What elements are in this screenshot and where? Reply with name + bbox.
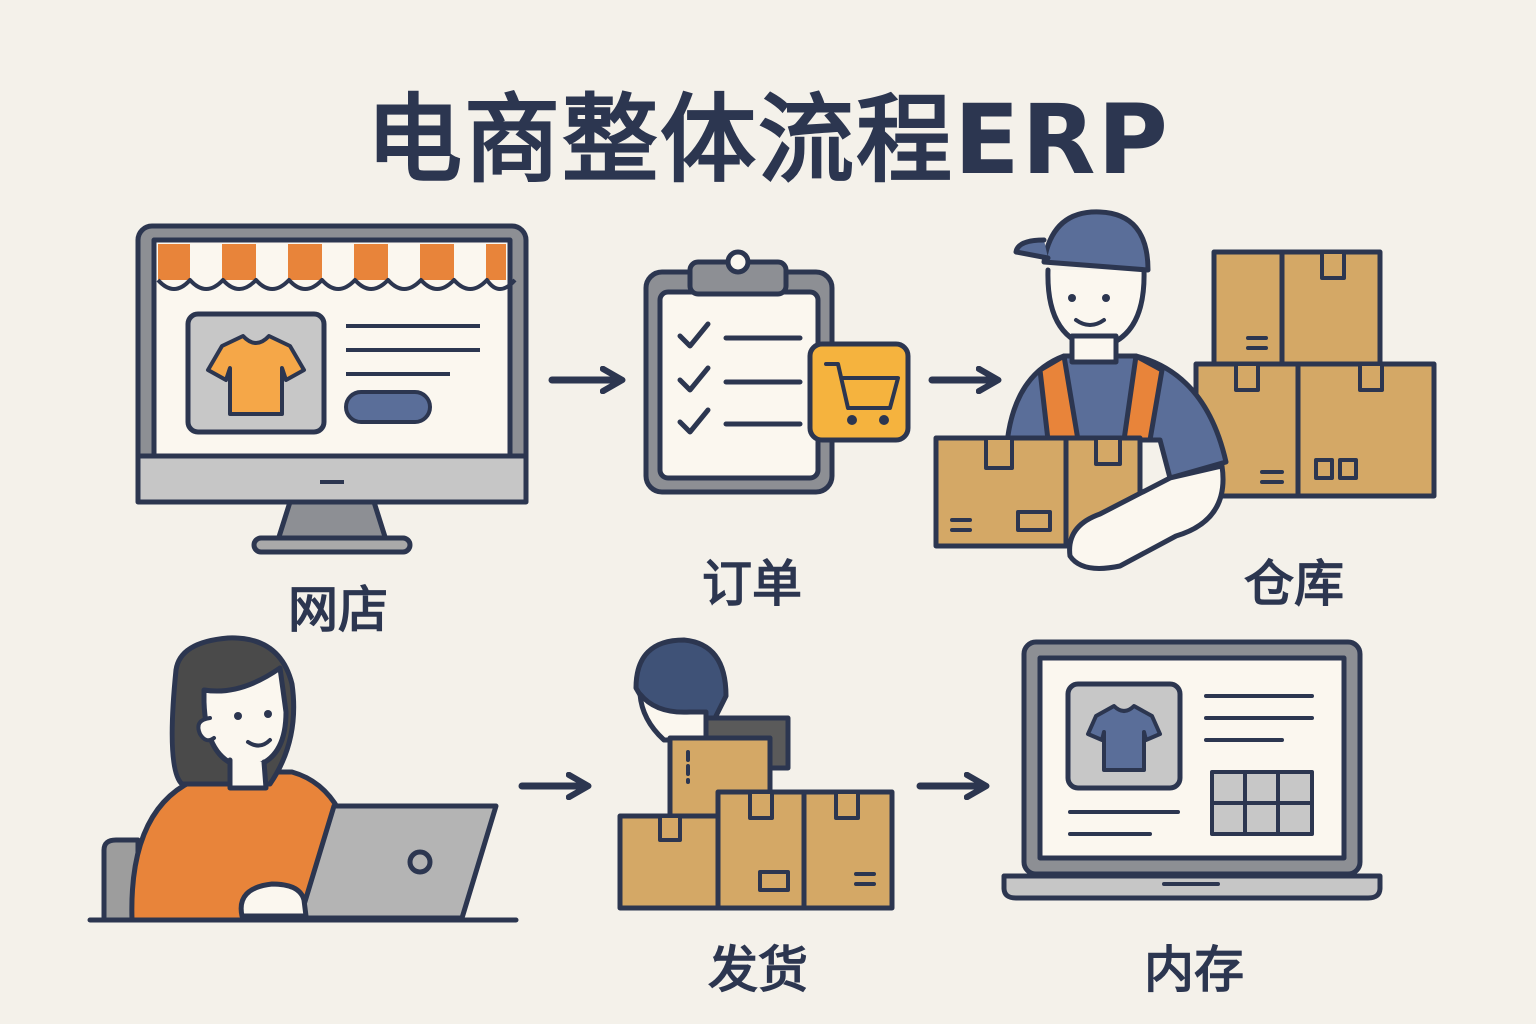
- step-label-warehouse: 仓库: [1244, 555, 1344, 613]
- storefront-monitor-icon: [135, 223, 529, 555]
- worker-boxes-icon: [933, 209, 1437, 571]
- laptop-inventory-icon: [1001, 639, 1383, 901]
- woman-laptop-icon: [87, 635, 519, 923]
- clipboard-cart-icon: [643, 249, 911, 495]
- step-label-order: 订单: [702, 555, 802, 613]
- page-title: 电商整体流程ERP: [366, 84, 1170, 196]
- step-label-shipping: 发货: [708, 941, 808, 999]
- boxes-stack-icon: [617, 637, 895, 911]
- step-label-inventory: 内存: [1144, 941, 1244, 999]
- step-label-shop: 网店: [288, 581, 388, 639]
